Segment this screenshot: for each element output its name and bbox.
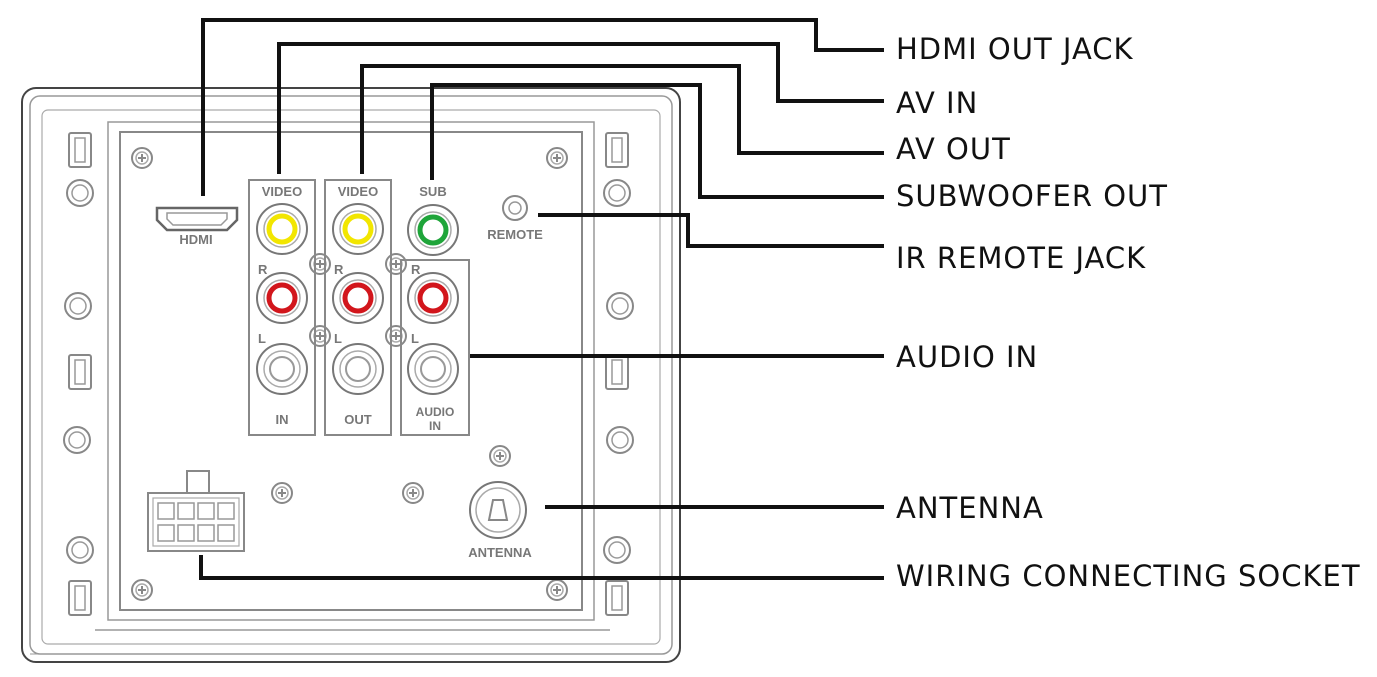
av-in-l-label: L [258, 331, 266, 346]
audio-in-r-label: R [411, 262, 421, 277]
av-in-left-audio-jack [269, 356, 295, 382]
leader-av-out [360, 64, 884, 174]
callout-antenna: ANTENNA [896, 491, 1044, 525]
callout-av-out: AV OUT [896, 132, 1011, 166]
antenna-port-group: ANTENNA [468, 481, 532, 560]
audio-in-left-jack [420, 356, 446, 382]
audio-in-block-label-line2: IN [429, 419, 441, 433]
antenna-port [487, 499, 509, 521]
remote-jack-group: REMOTE [487, 195, 543, 242]
av-in-r-label: R [258, 262, 268, 277]
hdmi-port: HDMI [155, 206, 239, 247]
callout-subwoofer-out: SUBWOOFER OUT [896, 179, 1168, 213]
av-out-video-jack [342, 213, 374, 245]
audio-in-jack-group: R L AUDIO IN [400, 259, 470, 436]
leader-ir-remote [538, 213, 884, 248]
subwoofer-jack-group: SUB [407, 184, 459, 256]
av-in-video-jack [266, 213, 298, 245]
leader-lines [199, 18, 884, 580]
audio-in-l-label: L [411, 331, 419, 346]
remote-jack [508, 201, 522, 215]
av-in-video-label: VIDEO [262, 184, 302, 199]
callout-wiring-connecting-socket: WIRING CONNECTING SOCKET [896, 559, 1361, 593]
wiring-socket [147, 470, 245, 552]
hdmi-port-label: HDMI [179, 232, 212, 247]
callout-av-in: AV IN [896, 86, 979, 120]
av-out-right-audio-jack [342, 282, 374, 314]
leader-hdmi-out [201, 18, 884, 196]
av-out-video-label: VIDEO [338, 184, 378, 199]
av-in-block-label: IN [276, 412, 289, 427]
callout-hdmi-out-jack: HDMI OUT JACK [896, 32, 1134, 66]
av-out-block-label: OUT [344, 412, 372, 427]
av-out-left-audio-jack [345, 356, 371, 382]
av-in-jack-group: VIDEO R L IN [248, 179, 316, 436]
av-out-r-label: R [334, 262, 344, 277]
audio-in-block-label-line1: AUDIO [416, 405, 455, 419]
sub-label: SUB [419, 184, 446, 199]
av-out-l-label: L [334, 331, 342, 346]
av-in-right-audio-jack [266, 282, 298, 314]
antenna-port-label: ANTENNA [468, 545, 532, 560]
remote-label: REMOTE [487, 227, 543, 242]
callout-ir-remote-jack: IR REMOTE JACK [896, 241, 1147, 275]
unit-housing [21, 87, 681, 663]
subwoofer-jack [417, 214, 449, 246]
leader-wiring-socket [199, 555, 884, 580]
audio-in-right-jack [417, 282, 449, 314]
leader-av-in [277, 42, 884, 174]
av-out-jack-group: VIDEO R L OUT [324, 179, 392, 436]
leader-subwoofer-out [430, 83, 884, 199]
callout-audio-in: AUDIO IN [896, 340, 1039, 374]
